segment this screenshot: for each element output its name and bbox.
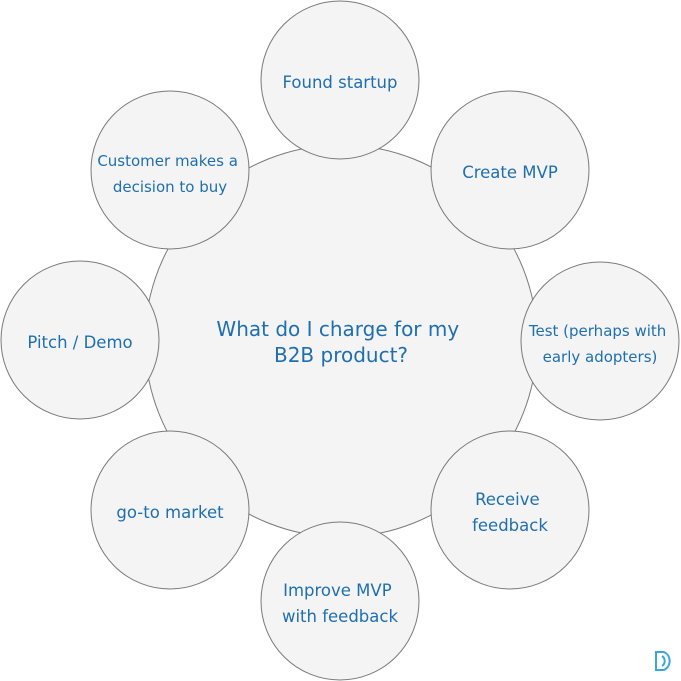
step-label-line: Found startup — [283, 73, 398, 92]
step-label-line: Test (perhaps with — [528, 322, 666, 340]
step-circle — [430, 90, 590, 250]
step-label-line: feedback — [472, 516, 548, 535]
step-circle — [90, 90, 250, 250]
step-label-line: decision to buy — [113, 178, 227, 196]
center-line: B2B product? — [274, 343, 408, 367]
step-circle — [0, 260, 160, 420]
center-line: What do I charge for my — [216, 317, 459, 341]
step-create-mvp: Create MVP — [430, 90, 590, 250]
step-go-to-market: go-to market — [90, 430, 250, 590]
step-customer-decision: Customer makes a decision to buy — [90, 90, 250, 250]
brand-logo-icon — [655, 651, 671, 671]
step-label: Receive feedback — [472, 490, 548, 535]
step-label: Create MVP — [462, 163, 558, 182]
step-circle — [430, 430, 590, 590]
step-circle — [260, 521, 420, 681]
step-label-line: with feedback — [282, 607, 398, 626]
step-label-line: Pitch / Demo — [27, 333, 132, 352]
step-label: Test (perhaps with early adopters) — [528, 322, 671, 366]
step-found-startup: Found startup — [260, 0, 420, 160]
step-circle — [90, 430, 250, 590]
center-question: What do I charge for my B2B product? — [216, 317, 465, 367]
step-label-line: Receive — [475, 490, 540, 509]
step-circle — [260, 0, 420, 160]
step-label: go-to market — [116, 503, 224, 522]
step-label: Customer makes a decision to buy — [97, 152, 242, 196]
step-receive-feedback: Receive feedback — [430, 430, 590, 590]
step-pitch-demo: Pitch / Demo — [0, 260, 160, 420]
step-label-line: Create MVP — [462, 163, 558, 182]
step-label: Improve MVP with feedback — [282, 581, 398, 626]
step-test: Test (perhaps with early adopters) — [520, 261, 680, 421]
step-label-line: Customer makes a — [97, 152, 238, 170]
step-label-line: Improve MVP — [283, 581, 392, 600]
step-label-line: go-to market — [116, 503, 224, 522]
step-improve-mvp: Improve MVP with feedback — [260, 521, 420, 681]
step-label-line: early adopters) — [543, 348, 658, 366]
step-label: Pitch / Demo — [27, 333, 132, 352]
center-node: What do I charge for my B2B product? — [144, 144, 538, 538]
step-circle — [520, 261, 680, 421]
step-label: Found startup — [283, 73, 398, 92]
